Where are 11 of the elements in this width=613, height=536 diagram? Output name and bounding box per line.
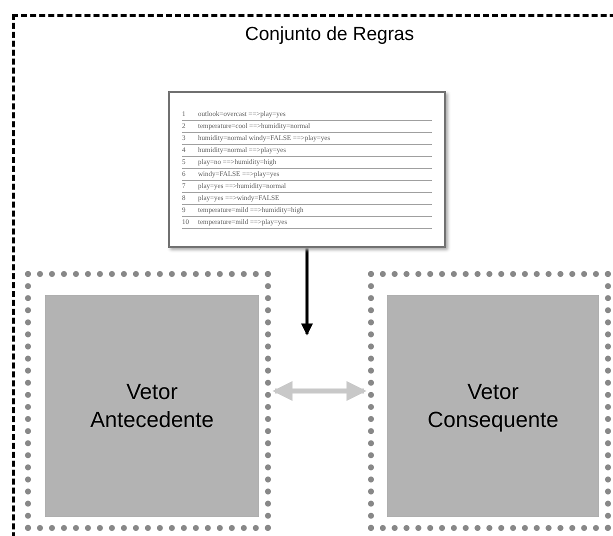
- vector-label: Vetor Antecedente: [89, 378, 215, 434]
- group-title: Conjunto de Regras: [245, 23, 414, 47]
- vector-label: Vetor Consequente: [426, 378, 560, 434]
- dashed-group-border: [12, 14, 613, 536]
- vector-box: [45, 295, 259, 517]
- arrow: [301, 248, 313, 336]
- rules-table: [168, 91, 446, 248]
- dotted-vector-frame: [25, 271, 271, 531]
- vector-box: [387, 295, 599, 517]
- dotted-vector-frame: [368, 271, 611, 531]
- arrow: [272, 381, 366, 401]
